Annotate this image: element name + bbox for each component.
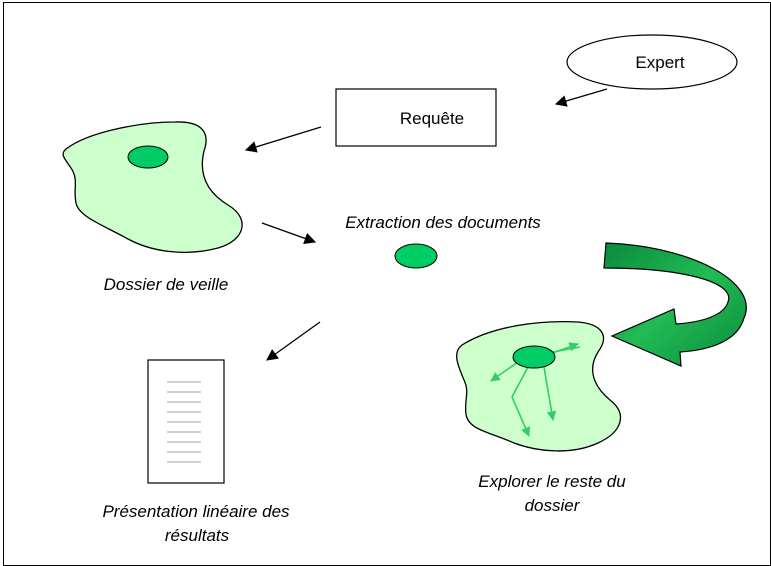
arrow-expert-to-requete	[554, 88, 608, 107]
requete-node: Requête	[335, 88, 497, 147]
presentation-label-line1: Présentation linéaire des	[102, 502, 290, 521]
curved-transition-arrow-icon	[603, 242, 747, 367]
extracted-document-icon	[394, 243, 438, 269]
explorer-node: Explorer le reste du dossier	[456, 321, 626, 515]
dossier-veille-blob	[62, 121, 243, 253]
dossier-veille-label: Dossier de veille	[104, 275, 229, 294]
arrow-extraction-to-presentation	[266, 321, 321, 361]
explorer-label-line2: dossier	[525, 496, 581, 515]
presentation-label-line2: résultats	[165, 526, 230, 545]
explorer-blob	[456, 321, 621, 452]
expert-node: Expert	[566, 34, 738, 90]
extraction-label: Extraction des documents	[345, 213, 541, 232]
presentation-node: Présentation linéaire des résultats	[102, 359, 290, 545]
explorer-label-line1: Explorer le reste du	[478, 472, 626, 491]
dossier-veille-node: Dossier de veille	[62, 121, 243, 294]
results-list-lines	[167, 381, 201, 463]
arrow-requete-to-dossier	[244, 126, 322, 153]
extraction-node: Extraction des documents	[345, 213, 541, 269]
document-marker-icon	[127, 145, 169, 169]
requete-box	[335, 88, 497, 147]
expert-ellipse	[566, 34, 738, 90]
expert-label: Expert	[635, 53, 684, 72]
requete-label: Requête	[400, 109, 464, 128]
arrow-dossier-to-extraction	[261, 222, 317, 244]
current-document-icon	[512, 345, 556, 369]
